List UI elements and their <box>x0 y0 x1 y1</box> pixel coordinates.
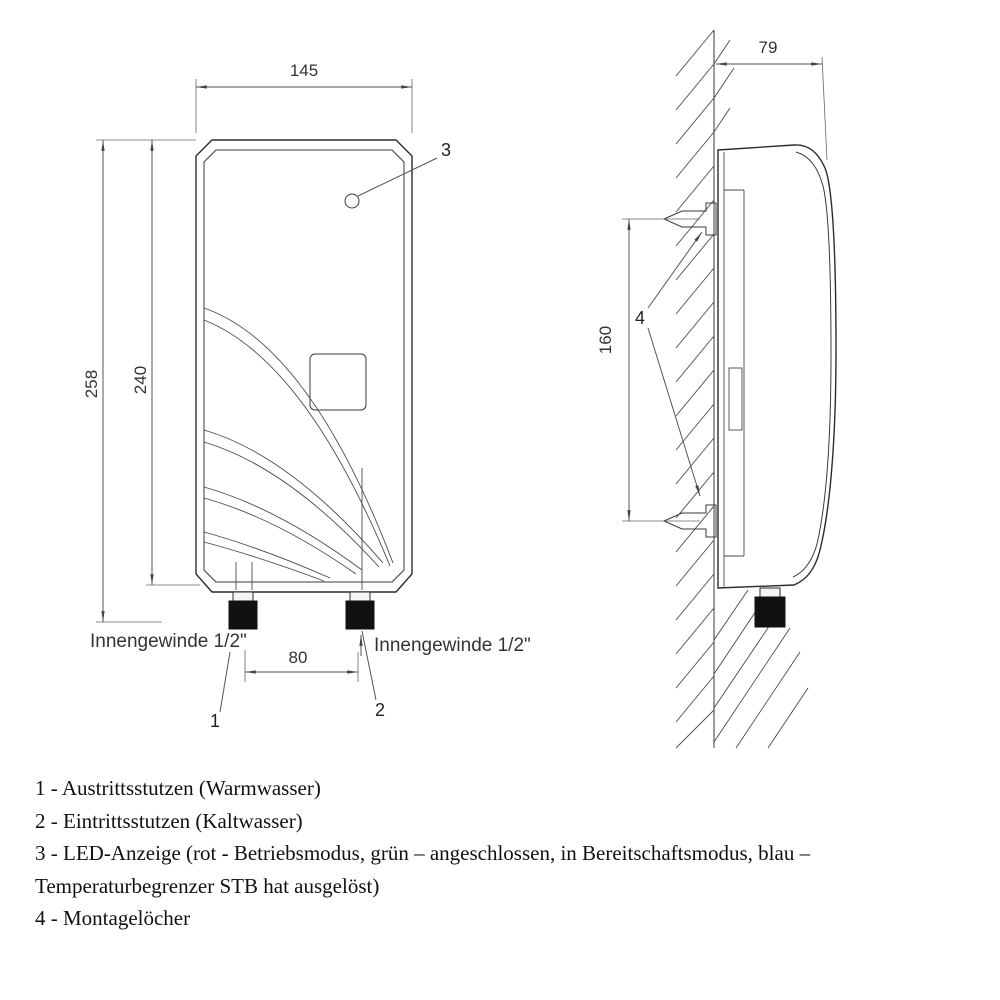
dim-mount-spacing-label: 160 <box>596 326 615 354</box>
decorative-curves <box>203 307 394 590</box>
dimension-width-145: 145 <box>195 61 413 133</box>
dimension-spacing-80: 80 <box>244 648 359 682</box>
drawing-svg: 145 258 240 80 In <box>82 29 837 749</box>
callout-inlet-label: 2 <box>375 700 385 720</box>
legend-item-1: 1 - Austrittsstutzen (Warmwasser) <box>35 776 321 800</box>
dim-height-body-label: 240 <box>131 366 150 394</box>
callout-mount-holes-label: 4 <box>635 308 645 328</box>
outlet-thread-label: Innengewinde 1/2" <box>90 631 247 652</box>
side-view: 79 160 4 <box>596 29 837 749</box>
display-window <box>309 353 367 411</box>
callout-mount-holes: 4 <box>635 231 703 497</box>
dim-depth-label: 79 <box>759 38 778 57</box>
side-body-outline <box>717 144 837 589</box>
callout-outlet: 1 <box>210 651 231 731</box>
front-view: 145 258 240 80 In <box>82 61 531 731</box>
legend-item-4: 4 - Montagelöcher <box>35 906 191 930</box>
legend-item-3-continued: Temperaturbegrenzer STB hat ausgelöst) <box>35 873 380 898</box>
dim-height-total-label: 258 <box>82 370 101 398</box>
front-body-outline <box>195 139 413 593</box>
dim-spacing-label: 80 <box>289 648 308 667</box>
callout-inlet: 2 <box>361 630 385 720</box>
legend: 1 - Austrittsstutzen (Warmwasser) 2 - Ei… <box>35 772 965 935</box>
dimension-height-240: 240 <box>131 140 200 586</box>
dim-width-label: 145 <box>290 61 318 80</box>
dimension-depth-79: 79 <box>716 38 828 161</box>
mounting-anchor-top <box>662 202 717 236</box>
dimension-mount-160: 160 <box>596 218 700 522</box>
side-fitting <box>754 587 786 628</box>
inlet-fitting <box>345 591 375 630</box>
dimension-height-258: 258 <box>82 139 196 623</box>
legend-item-3: 3 - LED-Anzeige (rot - Betriebsmodus, gr… <box>35 841 811 865</box>
outlet-fitting <box>228 591 258 630</box>
callout-led: 3 <box>357 140 451 197</box>
inlet-thread-label: Innengewinde 1/2" <box>374 635 531 656</box>
wall-hatching <box>675 29 809 749</box>
callout-outlet-label: 1 <box>210 711 220 731</box>
legend-item-2: 2 - Eintrittsstutzen (Kaltwasser) <box>35 808 303 833</box>
callout-led-label: 3 <box>441 140 451 160</box>
mounting-anchor-bottom <box>662 504 717 538</box>
led-indicator <box>344 193 360 209</box>
